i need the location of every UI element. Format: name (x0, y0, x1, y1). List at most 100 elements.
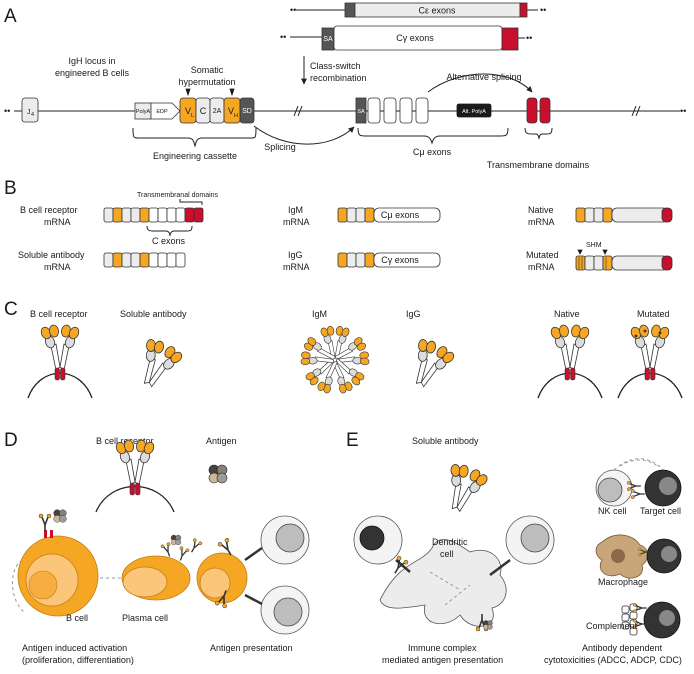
activation-label-1: Antigen induced activation (22, 643, 127, 653)
soluble-antibody-e (436, 459, 492, 518)
igm-pentamer (297, 325, 373, 398)
bcr-mrna-label-1: B cell receptor (20, 205, 78, 215)
b-cell-label: B cell (66, 613, 88, 623)
dendritic-label-1: Dendritic (432, 537, 468, 547)
svg-text:V: V (228, 106, 234, 116)
tm-exon-2 (539, 97, 551, 124)
sd-block (239, 97, 255, 124)
svg-text:PolyA: PolyA (136, 109, 151, 115)
native-mrna-label-2: mRNA (528, 217, 555, 227)
panel-d: D B cell receptor Antigen B cell Plasma … (4, 430, 310, 665)
mutated-mrna-label-1: Mutated (526, 250, 559, 260)
sa-block (344, 2, 356, 18)
target-cell-2 (646, 538, 682, 574)
dendritic-cell (379, 539, 507, 627)
panel-b-label: B (4, 178, 17, 199)
somatic-label-line1: Somatic (191, 65, 224, 75)
shm-label: SHM (586, 242, 602, 249)
bcr-c-label: B cell receptor (30, 309, 88, 319)
igg-antibody (400, 334, 459, 395)
svg-text:2A: 2A (213, 108, 222, 115)
alt-splicing-label: Alternative splicing (446, 72, 521, 82)
macrophage-label: Macrophage (598, 577, 648, 587)
panel-a: A •• Cε exons •• •• SA Cγ exons •• •• •• (4, 2, 686, 170)
adcc-label-2: cytotoxicities (ADCC, ADCP, CDC) (544, 655, 682, 665)
svg-text:Cμ exons: Cμ exons (381, 210, 420, 220)
nk-cell-label: NK cell (598, 506, 627, 516)
mutated-bcr (629, 324, 670, 380)
antigen-cluster (208, 464, 228, 484)
dendritic-label-2: cell (440, 549, 454, 559)
bcr-molecule (39, 324, 80, 380)
svg-text:EDP: EDP (156, 109, 168, 115)
tm-brace (524, 127, 553, 140)
locus-label-line2: engineered B cells (55, 68, 130, 78)
panel-c: C B cell receptor Soluble antibody IgM I… (4, 299, 683, 399)
b-cell (17, 530, 99, 617)
igm-mrna-label-1: IgM (288, 205, 303, 215)
svg-text:C: C (200, 106, 207, 116)
panel-a-label: A (4, 6, 17, 27)
native-mrna (575, 207, 673, 223)
svg-text:••: •• (680, 106, 686, 116)
bcr-mrna (103, 207, 204, 223)
membrane-d (95, 485, 175, 513)
antigen-label: Antigen (206, 436, 237, 446)
cassette-brace (132, 127, 257, 148)
t-cell-right (505, 515, 555, 565)
immune-complex-label-2: mediated antigen presentation (382, 655, 503, 665)
igg-mrna-label-2: mRNA (283, 262, 310, 272)
svg-text:H: H (234, 113, 238, 119)
panel-b: B B cell receptor mRNA Transmembranal do… (4, 178, 673, 272)
membrane-native (537, 372, 603, 399)
tm-domains-label-b: Transmembranal domains (137, 192, 219, 199)
svg-text:Alt. PolyA: Alt. PolyA (462, 109, 486, 115)
plasma-cell-label: Plasma cell (122, 613, 168, 623)
engineering-cassette: PolyA EDP V L C 2A V H SD (134, 97, 255, 124)
sol-mrna-label-2: mRNA (44, 262, 71, 272)
somatic-label-line2: hypermutation (178, 77, 235, 87)
panel-e-label: E (346, 430, 359, 451)
native-mrna-label-1: Native (528, 205, 554, 215)
locus-label-line1: IgH locus in (68, 56, 115, 66)
complement-label: Complement (586, 621, 638, 631)
panel-c-label: C (4, 299, 18, 320)
t-cell-bottom (260, 585, 310, 635)
c-gamma-label: Cγ exons (396, 33, 434, 43)
soluble-mrna (103, 252, 186, 268)
igm-mrna: Cμ exons (337, 207, 441, 223)
c-mu-label: Cμ exons (413, 147, 452, 157)
igg-mrna-label-1: IgG (288, 250, 303, 260)
c-mu-brace (357, 127, 509, 145)
adcc-label-1: Antibody dependent (582, 643, 663, 653)
svg-text:SA: SA (357, 109, 365, 115)
edp-promoter (150, 102, 181, 120)
c-exons-label: C exons (152, 236, 186, 246)
igg-mrna: Cγ exons (337, 252, 441, 268)
alt-polya-block (456, 103, 492, 118)
t-cell-top (260, 515, 310, 565)
c-epsilon-label: Cε exons (418, 6, 456, 16)
native-c-label: Native (554, 309, 580, 319)
panel-d-label: D (4, 430, 18, 451)
tm-exon-1 (526, 97, 538, 124)
class-switch-label-line1: Class-switch (310, 61, 361, 71)
membrane-bcr (27, 372, 93, 399)
svg-text:L: L (191, 113, 194, 119)
svg-text:••: •• (540, 5, 546, 15)
shm-arrow-vl (185, 88, 191, 97)
nk-cell (595, 469, 633, 507)
c-epsilon-construct: •• Cε exons •• (290, 2, 546, 18)
shm-arrow-vh (229, 88, 235, 97)
target-cell-label: Target cell (640, 506, 681, 516)
mutated-mrna (575, 255, 673, 271)
class-switch-label-line2: recombination (310, 73, 367, 83)
svg-text:J: J (27, 109, 31, 116)
soluble-c-label: Soluble antibody (120, 309, 187, 319)
sol-mrna-label-1: Soluble antibody (18, 250, 85, 260)
antigen-presenting-b-cell (196, 552, 248, 604)
mutated-mrna-label-2: mRNA (528, 262, 555, 272)
igm-mrna-label-2: mRNA (283, 217, 310, 227)
svg-text:V: V (185, 106, 191, 116)
